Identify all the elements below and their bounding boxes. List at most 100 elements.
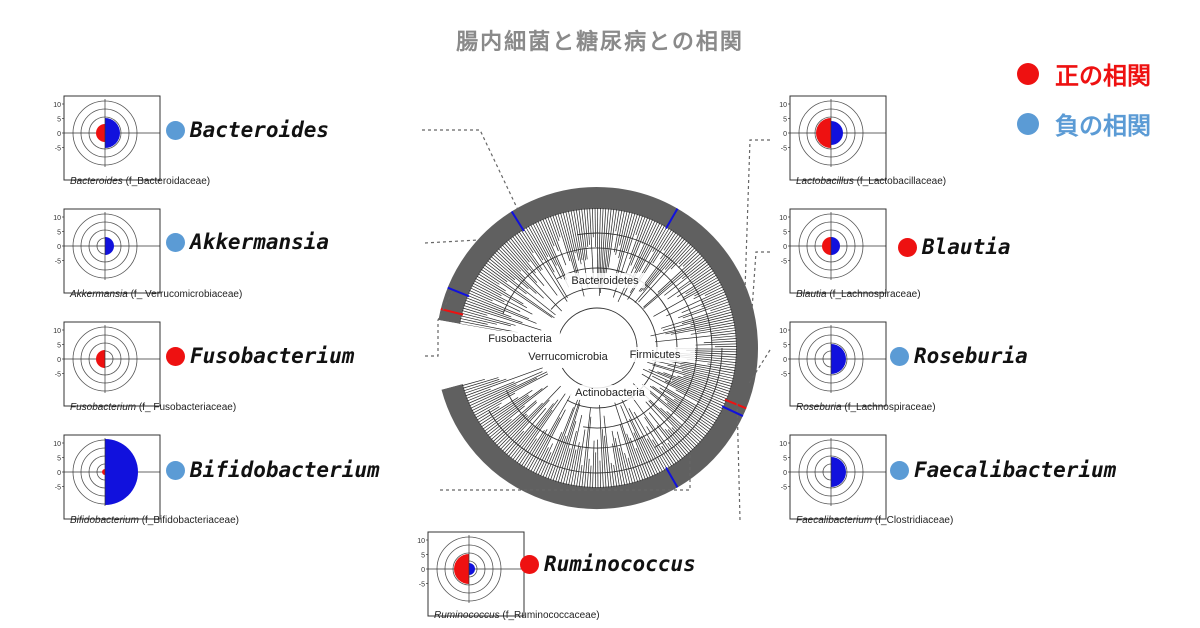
taxon-label-ruminococcus: Ruminococcus xyxy=(520,552,696,576)
negative-half-disk xyxy=(105,237,114,255)
negative-half-disk xyxy=(469,563,475,575)
positive-half-disk xyxy=(816,118,831,148)
axis-tick-label: 10 xyxy=(779,441,787,448)
taxon-name: Blautia xyxy=(922,235,1011,259)
axis-tick-label: 0 xyxy=(783,357,787,364)
negative-dot-icon xyxy=(166,460,185,480)
axis-tick-label: 10 xyxy=(779,328,787,335)
caption-genus: Fusobacterium xyxy=(70,402,137,413)
negative-half-disk xyxy=(831,457,846,487)
negative-half-disk xyxy=(831,121,843,145)
negative-dot-icon xyxy=(890,346,909,366)
negative-dot-icon xyxy=(890,460,909,480)
plot-frame xyxy=(63,321,161,407)
axis-tick-label: 0 xyxy=(57,470,61,477)
legend-negative-label: 負の相関 xyxy=(1055,112,1151,140)
caption-genus: Lactobacillus xyxy=(796,176,854,187)
axis-tick-label: 10 xyxy=(53,102,61,109)
axis-tick-label: -5 xyxy=(781,146,787,153)
axis-tick-label: 5 xyxy=(783,343,787,350)
taxon-caption-blautia: Blautia (f_Lachnospiraceae) xyxy=(796,289,921,300)
phylum-label-actinobacteria: Actinobacteria xyxy=(575,387,646,399)
caption-family: (f_Bacteroidaceae) xyxy=(122,176,211,187)
taxon-caption-fusobacterium: Fusobacterium (f_ Fusobacteriaceae) xyxy=(70,402,236,413)
caption-family: (f_ Fusobacteriaceae) xyxy=(136,402,237,413)
taxon-caption-roseburia: Roseburia (f_Lachnospiraceae) xyxy=(796,402,936,413)
axis-tick-label: 0 xyxy=(783,244,787,251)
axis-tick-label: -5 xyxy=(55,146,61,153)
taxon-name: Ruminococcus xyxy=(544,552,696,576)
taxon-panel-bacteroides: 10 5 0 -5 xyxy=(46,92,162,182)
taxon-name: Bifidobacterium xyxy=(190,458,380,482)
taxon-label-roseburia: Roseburia xyxy=(890,344,1028,368)
legend-positive-label: 正の相関 xyxy=(1055,62,1151,90)
taxon-label-fusobacterium: Fusobacterium xyxy=(166,344,354,368)
axis-tick-label: 0 xyxy=(57,131,61,138)
caption-family: (f_ Verrucomicrobiaceae) xyxy=(127,289,243,300)
legend-negative: 負の相関 xyxy=(1017,106,1151,141)
negative-half-disk xyxy=(831,344,846,374)
caption-genus: Bifidobacterium xyxy=(70,515,139,526)
taxon-name: Bacteroides xyxy=(190,118,330,142)
axis-tick-label: 0 xyxy=(783,131,787,138)
positive-half-disk xyxy=(454,554,469,584)
caption-genus: Faecalibacterium xyxy=(796,515,873,526)
axis-tick-label: 0 xyxy=(57,244,61,251)
axis-tick-label: 5 xyxy=(57,230,61,237)
phylum-label-fusobacteria: Fusobacteria xyxy=(488,333,552,345)
taxon-label-blautia: Blautia xyxy=(898,235,1011,259)
axis-tick-label: 10 xyxy=(417,538,425,545)
caption-genus: Blautia xyxy=(796,289,827,300)
caption-family: (f_Lachnospiraceae) xyxy=(826,289,921,300)
negative-half-disk xyxy=(105,118,120,148)
caption-family: (f_Bifidobacteriaceae) xyxy=(138,515,239,526)
taxon-name: Akkermansia xyxy=(190,230,330,254)
caption-family: (f_Ruminococcaceae) xyxy=(499,610,600,621)
negative-dot-icon xyxy=(166,120,185,140)
negative-half-disk xyxy=(831,237,840,255)
positive-half-disk xyxy=(822,237,831,255)
taxon-label-bifidobacterium: Bifidobacterium xyxy=(166,458,380,482)
tree-branches xyxy=(433,187,758,509)
caption-genus: Roseburia xyxy=(796,402,842,413)
taxon-caption-lactobacillus: Lactobacillus (f_Lactobacillaceae) xyxy=(796,176,946,187)
caption-family: (f_Lachnospiraceae) xyxy=(841,402,936,413)
positive-dot-icon xyxy=(520,554,539,574)
taxon-caption-bifidobacterium: Bifidobacterium (f_Bifidobacteriaceae) xyxy=(70,515,239,526)
axis-tick-label: -5 xyxy=(55,372,61,379)
axis-tick-label: -5 xyxy=(55,259,61,266)
axis-tick-label: -5 xyxy=(55,485,61,492)
axis-tick-label: 10 xyxy=(53,328,61,335)
positive-half-disk xyxy=(102,469,105,475)
axis-tick-label: -5 xyxy=(419,582,425,589)
axis-tick-label: 5 xyxy=(783,117,787,124)
caption-genus: Bacteroides xyxy=(70,176,123,187)
axis-tick-label: 10 xyxy=(779,215,787,222)
phylum-label-verrucomicrobia: Verrucomicrobia xyxy=(528,351,608,363)
axis-tick-label: -5 xyxy=(781,485,787,492)
taxon-caption-ruminococcus: Ruminococcus (f_Ruminococcaceae) xyxy=(434,610,600,621)
caption-family: (f_Clostridiaceae) xyxy=(872,515,954,526)
phylum-label-firmicutes: Firmicutes xyxy=(630,349,681,361)
figure-title: 腸内細菌と糖尿病との相関 xyxy=(456,30,744,55)
caption-genus: Ruminococcus xyxy=(434,610,500,621)
axis-tick-label: 5 xyxy=(783,230,787,237)
phylum-label-bacteroidetes: Bacteroidetes xyxy=(571,275,639,287)
axis-tick-label: 5 xyxy=(57,117,61,124)
taxon-caption-faecalibacterium: Faecalibacterium (f_Clostridiaceae) xyxy=(796,515,953,526)
positive-dot-icon xyxy=(166,346,185,366)
positive-half-disk xyxy=(96,350,105,368)
taxon-name: Fusobacterium xyxy=(190,344,355,368)
